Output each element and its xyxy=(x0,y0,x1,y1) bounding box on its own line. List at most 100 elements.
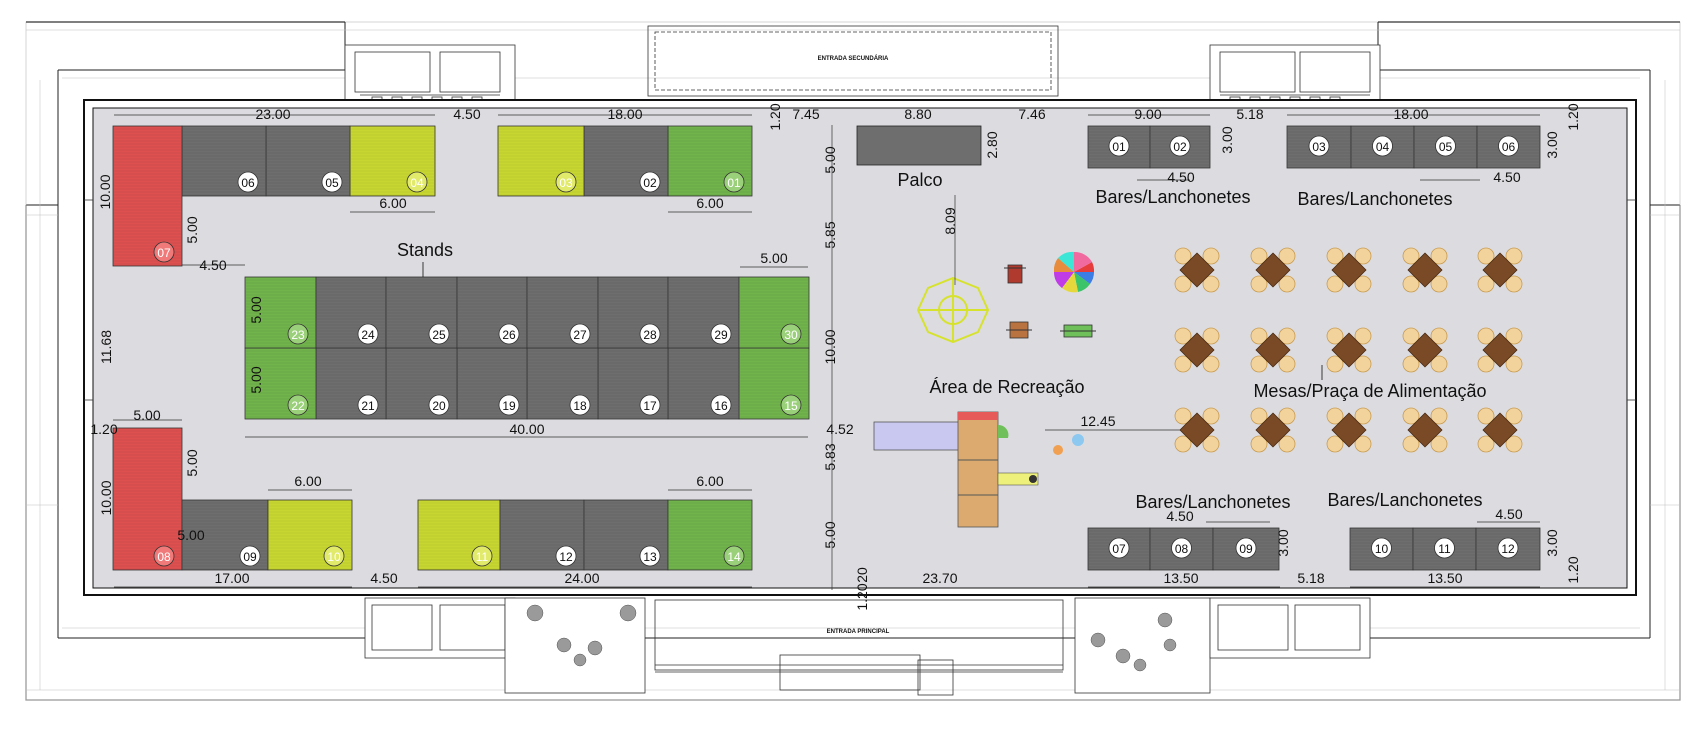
dining-table-icon[interactable] xyxy=(1250,247,1296,293)
stand-30[interactable]: 30 xyxy=(738,276,810,349)
bar-11[interactable]: 11 xyxy=(1412,527,1477,571)
stand-24[interactable]: 24 xyxy=(315,276,387,349)
bar-02[interactable]: 02 xyxy=(1149,125,1211,169)
dining-table-icon[interactable] xyxy=(1250,407,1296,453)
stand-27[interactable]: 27 xyxy=(526,276,599,349)
dim-label: 10.00 xyxy=(822,329,838,364)
stand-14[interactable]: 14 xyxy=(667,499,753,571)
dim-label: 24.00 xyxy=(564,570,599,586)
stand-09[interactable]: 09 xyxy=(181,499,269,571)
stand-23[interactable]: 23 xyxy=(244,276,317,349)
dim-label: 23.00 xyxy=(255,106,290,122)
stand-number-badge xyxy=(639,171,661,193)
bar-07[interactable]: 07 xyxy=(1087,527,1151,571)
stand-01[interactable]: 01 xyxy=(667,125,753,197)
dim-label: 6.00 xyxy=(294,473,321,489)
chair-icon xyxy=(1477,407,1495,425)
bar-number: 06 xyxy=(1502,140,1516,154)
stand-25[interactable]: 25 xyxy=(385,276,458,349)
dining-table-icon[interactable] xyxy=(1326,407,1372,453)
stand-02[interactable]: 02 xyxy=(583,125,669,197)
bar-06[interactable]: 06 xyxy=(1476,125,1541,169)
entrada-principal-block xyxy=(654,599,1064,696)
bar-number: 10 xyxy=(1375,542,1389,556)
entrada-secundaria-label: ENTRADA SECUNDÁRIA xyxy=(818,55,889,62)
stand-28[interactable]: 28 xyxy=(597,276,669,349)
dining-table-icon[interactable] xyxy=(1250,327,1296,373)
dining-table-icon[interactable] xyxy=(1402,407,1448,453)
stand-11[interactable]: 11 xyxy=(417,499,501,571)
dim-label: 5.18 xyxy=(1297,570,1324,586)
chair-icon xyxy=(1174,407,1192,425)
stand-19[interactable]: 19 xyxy=(456,347,528,420)
stand-17[interactable]: 17 xyxy=(597,347,669,420)
bar-12[interactable]: 12 xyxy=(1475,527,1541,571)
chair-icon xyxy=(1174,355,1192,373)
dim-label: 6.00 xyxy=(696,473,723,489)
stand-07[interactable]: 07 xyxy=(112,125,183,267)
bares-label-1: Bares/Lanchonetes xyxy=(1095,187,1250,207)
dim-label: 5.00 xyxy=(177,527,204,543)
chair-icon xyxy=(1278,275,1296,293)
palco-stage[interactable] xyxy=(856,125,982,166)
dining-table-icon[interactable] xyxy=(1402,327,1448,373)
dining-table-icon[interactable] xyxy=(1174,407,1220,453)
stand-13[interactable]: 13 xyxy=(583,499,669,571)
dim-label: 20 xyxy=(854,567,870,583)
stand-03[interactable]: 03 xyxy=(497,125,585,197)
stand-box[interactable] xyxy=(112,427,183,571)
stand-21[interactable]: 21 xyxy=(315,347,387,420)
bar-number: 03 xyxy=(1312,140,1326,154)
chair-icon xyxy=(1278,247,1296,265)
stand-18[interactable]: 18 xyxy=(526,347,599,420)
chair-icon xyxy=(1505,247,1523,265)
bar-09[interactable]: 09 xyxy=(1212,527,1280,571)
stand-04[interactable]: 04 xyxy=(349,125,436,197)
chair-icon xyxy=(1250,327,1268,345)
dim-label: 4.50 xyxy=(199,257,226,273)
bar-08[interactable]: 08 xyxy=(1149,527,1214,571)
table-top xyxy=(1179,412,1215,448)
bar-03[interactable]: 03 xyxy=(1286,125,1352,169)
chair-icon xyxy=(1202,327,1220,345)
dining-table-icon[interactable] xyxy=(1174,247,1220,293)
stand-box[interactable] xyxy=(112,125,183,267)
stand-20[interactable]: 20 xyxy=(385,347,458,420)
dining-table-icon[interactable] xyxy=(1477,407,1523,453)
stand-number-badge xyxy=(287,394,309,416)
dim-label: 6.00 xyxy=(379,195,406,211)
dim-label: 5.83 xyxy=(822,443,838,470)
bar-04[interactable]: 04 xyxy=(1350,125,1415,169)
stand-05[interactable]: 05 xyxy=(265,125,351,197)
stand-08[interactable]: 08 xyxy=(112,427,183,571)
bar-05[interactable]: 05 xyxy=(1413,125,1478,169)
stand-15[interactable]: 15 xyxy=(738,347,810,420)
chair-icon xyxy=(1354,275,1372,293)
stand-number-badge xyxy=(287,323,309,345)
stand-12[interactable]: 12 xyxy=(499,499,585,571)
dining-table-icon[interactable] xyxy=(1326,247,1372,293)
dining-table-icon[interactable] xyxy=(1402,247,1448,293)
stand-10[interactable]: 10 xyxy=(267,499,353,571)
bar-01[interactable]: 01 xyxy=(1087,125,1151,169)
dim-label: 18.00 xyxy=(1393,106,1428,122)
stand-26[interactable]: 26 xyxy=(456,276,528,349)
stand-22[interactable]: 22 xyxy=(244,347,317,420)
dining-table-icon[interactable] xyxy=(1326,327,1372,373)
chair-icon xyxy=(1250,247,1268,265)
dining-table-icon[interactable] xyxy=(1477,327,1523,373)
stand-29[interactable]: 29 xyxy=(667,276,740,349)
chair-icon xyxy=(1174,275,1192,293)
bar-10[interactable]: 10 xyxy=(1349,527,1414,571)
chair-icon xyxy=(1402,435,1420,453)
chair-icon xyxy=(1354,355,1372,373)
dim-label: 4.50 xyxy=(1493,169,1520,185)
stand-06[interactable]: 06 xyxy=(181,125,267,197)
stand-16[interactable]: 16 xyxy=(667,347,740,420)
stand-number-badge xyxy=(498,394,520,416)
dining-table-icon[interactable] xyxy=(1174,327,1220,373)
stand-number: 12 xyxy=(559,550,573,564)
stand-number: 11 xyxy=(476,550,489,564)
dining-table-icon[interactable] xyxy=(1477,247,1523,293)
bares-label-4: Bares/Lanchonetes xyxy=(1327,490,1482,510)
